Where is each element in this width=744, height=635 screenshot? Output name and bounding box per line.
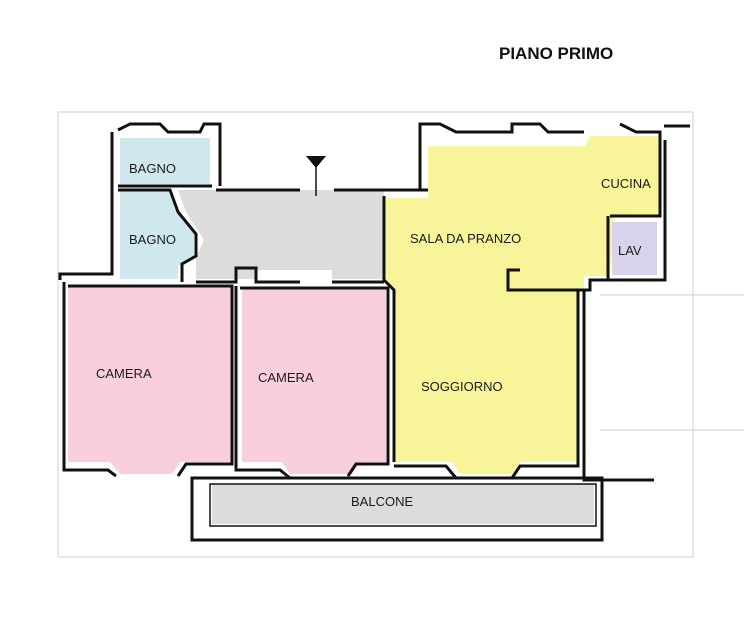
entrance-triangle-icon: [306, 156, 326, 168]
corridor-fill: [178, 190, 384, 279]
room-fills: [68, 136, 660, 524]
balcone-fill: [212, 484, 594, 524]
sala-da-pranzo-label: SALA DA PRANZO: [410, 231, 521, 246]
balcone-label: BALCONE: [351, 494, 413, 509]
camera-right-fill: [242, 288, 386, 474]
camera-left-fill: [68, 286, 231, 474]
cucina-label: CUCINA: [601, 176, 651, 191]
bagno-bottom-label: BAGNO: [129, 232, 176, 247]
living-area-fill: [386, 136, 660, 474]
camera-left-label: CAMERA: [96, 366, 152, 381]
bagno-top-label: BAGNO: [129, 161, 176, 176]
entrance-marker: [306, 156, 326, 196]
walls: [58, 122, 690, 542]
surrounding-context: [57, 111, 744, 558]
bagno-top-fill: [120, 138, 210, 184]
lav-fill: [612, 222, 657, 275]
camera-right-label: CAMERA: [258, 370, 314, 385]
room-labels: BAGNO BAGNO CAMERA CAMERA SALA DA PRANZO…: [96, 161, 651, 509]
bagno-bottom-fill: [120, 190, 194, 279]
soggiorno-label: SOGGIORNO: [421, 379, 503, 394]
lav-label: LAV: [618, 243, 642, 258]
plan-title: PIANO PRIMO: [499, 44, 613, 63]
